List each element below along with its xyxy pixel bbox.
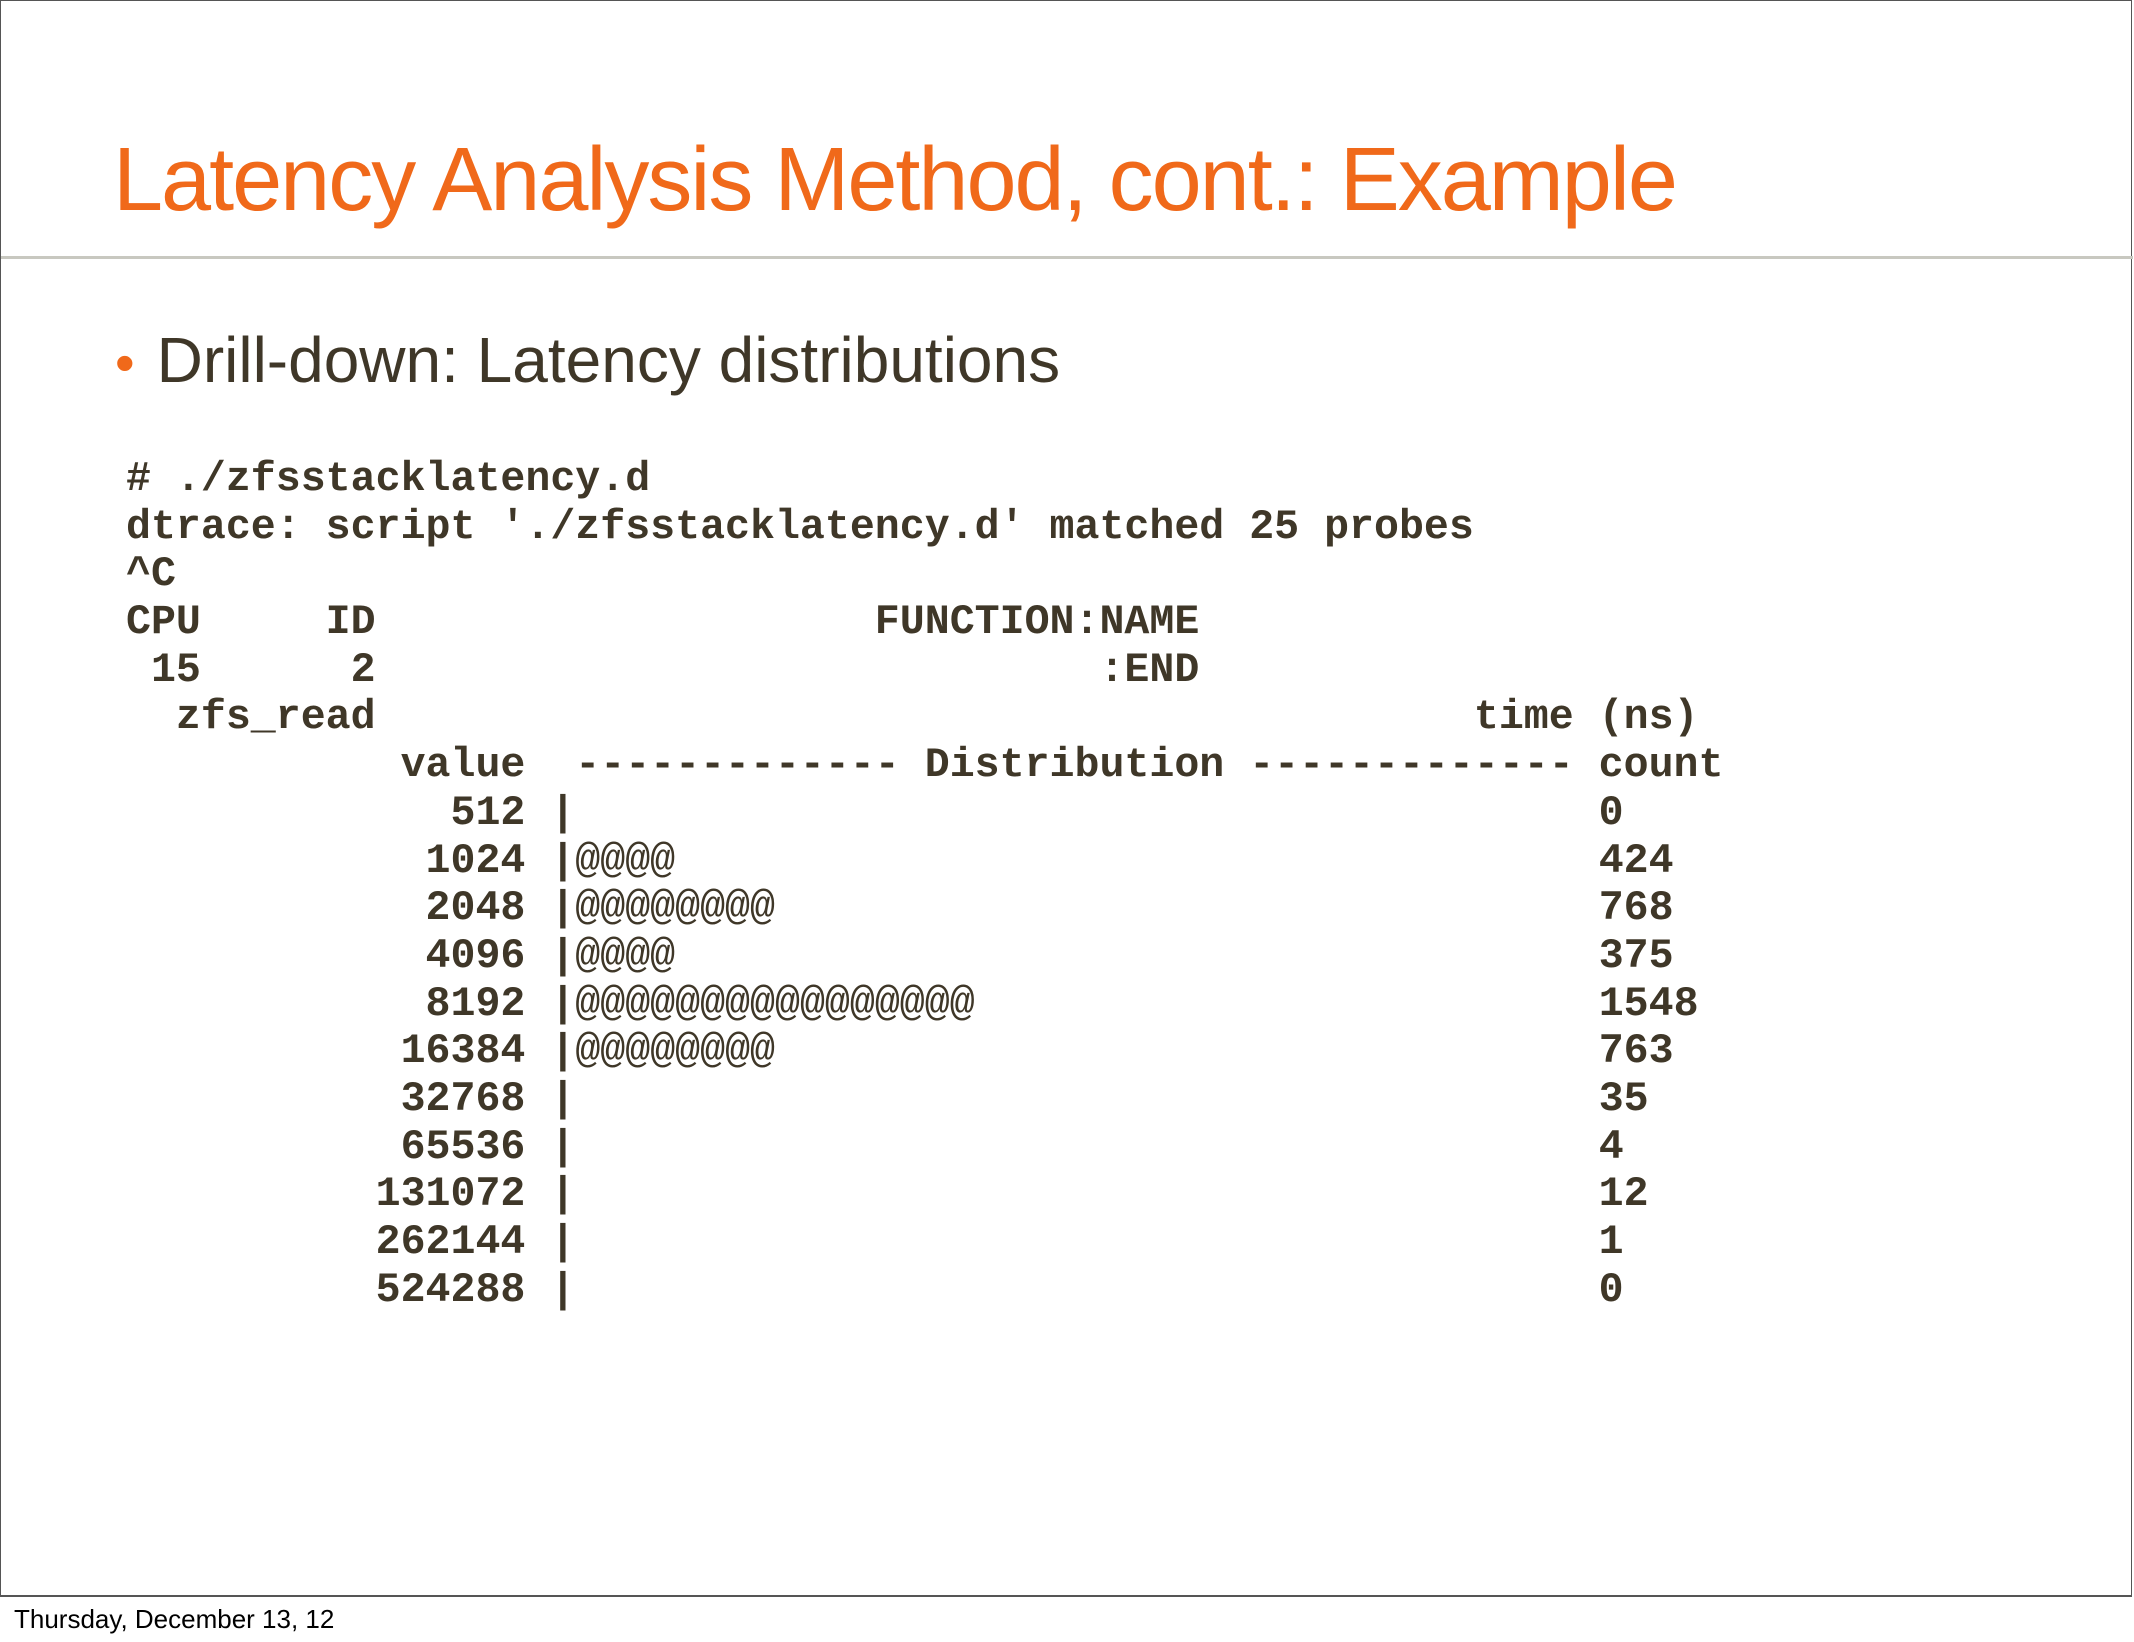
footer-date: Thursday, December 13, 12 [14, 1604, 335, 1634]
histogram-bar: @@@@ [575, 932, 676, 980]
histogram-value: 65536 [400, 1123, 526, 1171]
histogram-row: 4096 |@@@@ 375 [425, 932, 1674, 980]
histogram-row: 32768 | 35 [400, 1075, 1649, 1123]
histogram-row: 1024 |@@@@ 424 [425, 837, 1674, 885]
histogram-count: 12 [1598, 1171, 1649, 1219]
column-header-line: CPU ID FUNCTION:NAME [126, 599, 1200, 647]
histogram-header-line: value ------------- Distribution -------… [126, 742, 1724, 790]
histogram-row: 16384 |@@@@@@@@ 763 [400, 1028, 1674, 1076]
histogram-row: 8192 |@@@@@@@@@@@@@@@@ 1548 [425, 980, 1699, 1028]
probe-line: 15 2 :END [126, 646, 1200, 694]
dtrace-status-line: dtrace: script './zfsstacklatency.d' mat… [126, 503, 1474, 551]
histogram-row: 65536 | 4 [400, 1123, 1624, 1171]
bullet-text: Drill-down: Latency distributions [156, 324, 1061, 396]
histogram-count: 1 [1598, 1219, 1624, 1266]
histogram-count: 375 [1598, 932, 1674, 980]
histogram-value: 131072 [375, 1171, 526, 1219]
histogram-count: 424 [1598, 837, 1674, 885]
histogram-bar: @@@@@@@@ [575, 1028, 775, 1076]
histogram-row: 262144 | 1 [375, 1219, 1624, 1266]
histogram-value: 262144 [375, 1219, 526, 1266]
histogram-row: 131072 | 12 [375, 1171, 1649, 1219]
histogram-count: 768 [1598, 885, 1674, 933]
histogram-row: 524288 | 0 [375, 1266, 1624, 1314]
slide: Latency Analysis Method, cont.: Example … [0, 0, 2133, 1597]
histogram-value: 32768 [400, 1075, 526, 1123]
interrupt-line: ^C [126, 551, 176, 599]
slide-title: Latency Analysis Method, cont.: Example [113, 130, 1678, 230]
bullet-item: • Drill-down: Latency distributions [115, 323, 1060, 397]
histogram-value: 512 [450, 789, 526, 837]
histogram-row: 512 | 0 [450, 789, 1624, 837]
histogram-bar: @@@@ [575, 837, 676, 885]
histogram-value: 16384 [400, 1028, 526, 1076]
histogram-row: 2048 |@@@@@@@@ 768 [425, 885, 1674, 933]
histogram-count: 1548 [1598, 980, 1699, 1028]
bullet-icon: • [115, 331, 135, 394]
histogram-count: 4 [1598, 1123, 1624, 1171]
histogram-count: 763 [1598, 1028, 1674, 1076]
histogram-bar: @@@@@@@@ [575, 885, 775, 933]
histogram-bar: @@@@@@@@@@@@@@@@ [575, 980, 975, 1028]
aggregation-name-line: zfs_read time (ns) [126, 694, 1699, 742]
histogram-count: 0 [1598, 1266, 1624, 1314]
histogram-value: 8192 [425, 980, 526, 1028]
histogram-value: 524288 [375, 1266, 526, 1314]
histogram-count: 0 [1598, 789, 1624, 837]
histogram-value: 4096 [425, 932, 526, 980]
histogram: 512 | 0 1024 |@@@@ 424 2048 |@@@@@@@@ 76… [126, 790, 1723, 1315]
command-line: # ./zfsstacklatency.d [126, 456, 651, 503]
histogram-value: 1024 [425, 837, 526, 885]
histogram-value: 2048 [425, 885, 526, 933]
title-divider [1, 256, 2133, 259]
histogram-count: 35 [1598, 1075, 1649, 1123]
